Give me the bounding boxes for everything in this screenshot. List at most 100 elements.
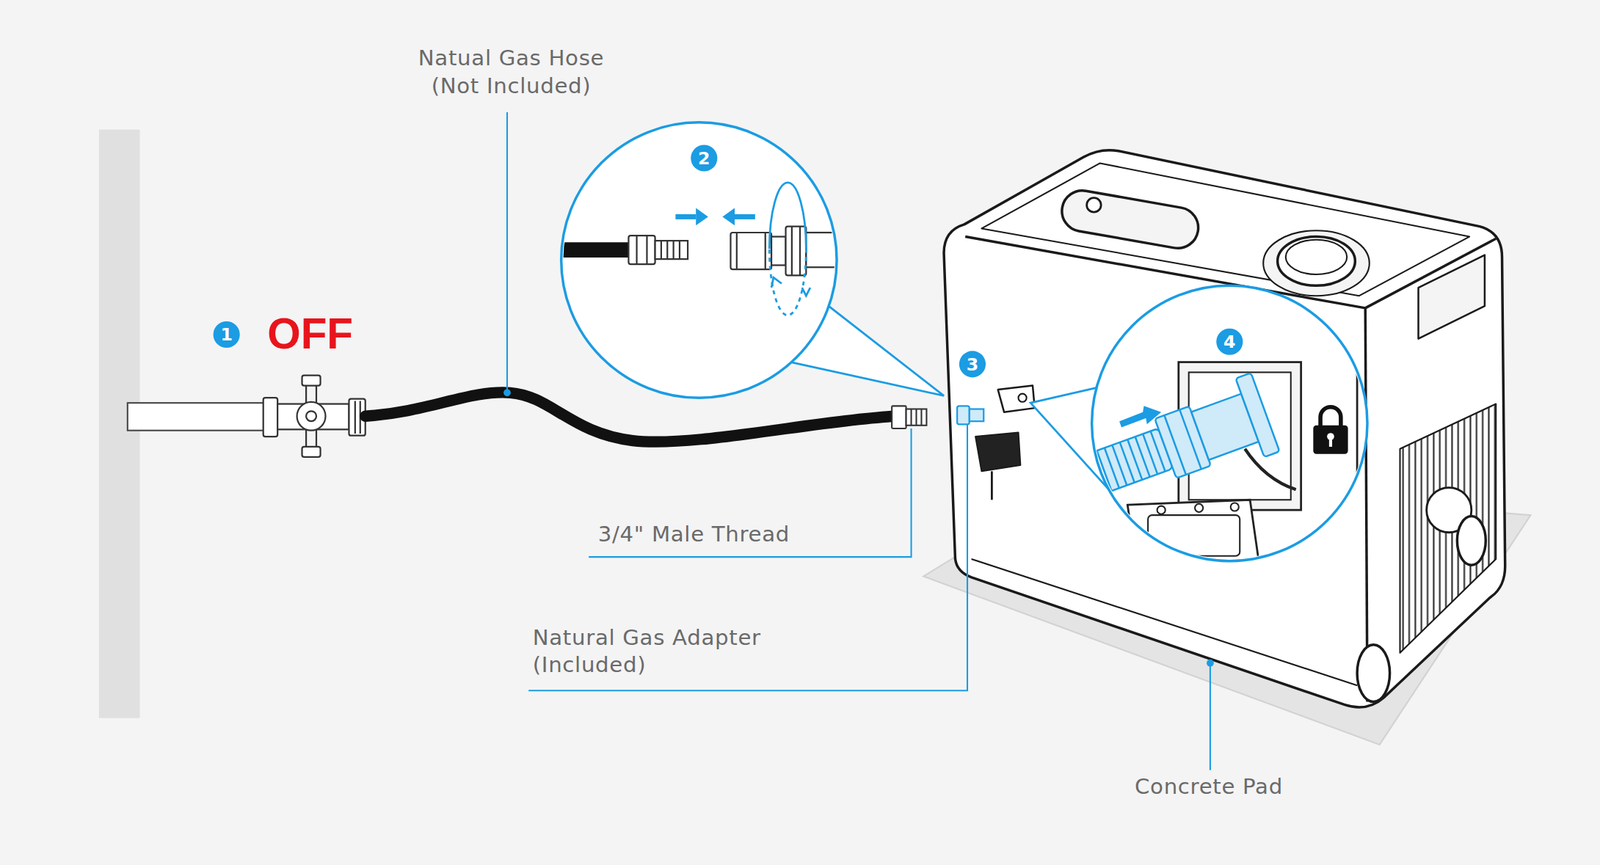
zoom-callout-connection — [1089, 431, 1166, 494]
zoom-callout-connection — [786, 226, 807, 276]
generator — [943, 150, 1506, 708]
generator — [971, 559, 1358, 686]
hose-fitting — [891, 405, 906, 429]
hose-fitting — [891, 405, 927, 429]
push-arrow — [675, 208, 755, 227]
hose-fitting — [906, 409, 927, 426]
generator — [1263, 230, 1370, 296]
zoom-callout-connection — [769, 248, 806, 315]
zoom-callout-connection — [1157, 506, 1166, 515]
push-arrow — [695, 208, 709, 227]
lock-icon — [1320, 407, 1341, 427]
generator — [1018, 394, 1027, 403]
zoom-callout-connection — [1194, 504, 1203, 513]
zoom-callout-connection — [561, 122, 837, 398]
shutoff-valve — [302, 446, 321, 458]
callout-number: 4 — [1216, 328, 1243, 356]
generator — [1456, 515, 1486, 566]
leader-dot — [1206, 659, 1214, 668]
generator — [1285, 240, 1347, 275]
valve-state: OFF — [267, 311, 411, 359]
gas-hose — [365, 392, 897, 442]
generator — [1086, 198, 1101, 213]
zoom-callout-connection — [559, 122, 1368, 577]
gas-pipe — [127, 402, 266, 431]
zoom-callout-connection — [637, 235, 648, 265]
part-label: Concrete Pad — [1134, 773, 1360, 802]
zoom-callout-connection — [559, 242, 629, 258]
zoom-callout-connection — [805, 232, 841, 268]
zoom-callout-connection — [661, 240, 680, 260]
lock-icon — [1313, 407, 1348, 455]
callout-circle — [690, 144, 718, 172]
gas-hose — [365, 392, 897, 442]
shutoff-valve — [302, 375, 321, 387]
shutoff-valve — [306, 379, 317, 453]
leader-line — [588, 428, 911, 558]
zoom-callout-connection — [1235, 372, 1280, 458]
shutoff-valve — [297, 402, 326, 431]
shutoff-valve — [263, 397, 278, 437]
callout-circle — [959, 350, 986, 378]
natural-gas-adapter — [957, 405, 984, 425]
zoom-callout-connection — [736, 232, 766, 270]
natural-gas-adapter — [957, 405, 970, 425]
callout-circle — [1216, 328, 1243, 356]
leader-line — [506, 112, 508, 392]
generator — [1059, 187, 1202, 252]
zoom-callout-connection — [771, 277, 782, 288]
generator — [981, 162, 1470, 296]
zoom-callout-connection — [802, 287, 811, 296]
gas-pipe — [127, 402, 266, 431]
part-label: Natual Gas Hose (Not Included) — [404, 44, 619, 100]
callout-circle — [213, 144, 1244, 378]
zoom-callout-connection — [1092, 285, 1368, 561]
zoom-callout-connection — [1356, 306, 1359, 572]
zoom-callout-connection — [1147, 515, 1240, 557]
zoom-callout-connection — [655, 240, 688, 260]
zoom-callout-connection — [628, 235, 655, 265]
part-label: 3/4" Male Thread — [598, 521, 884, 549]
callout-number: 3 — [959, 350, 986, 378]
generator — [1418, 255, 1485, 340]
leader-line — [528, 424, 968, 691]
lock-icon — [1329, 437, 1333, 447]
generator — [975, 432, 1021, 472]
zoom-callout-connection — [1081, 428, 1173, 497]
callout-circle — [213, 321, 240, 348]
generator — [943, 150, 1506, 708]
zoom-callout-connection — [769, 182, 806, 249]
generator — [1365, 308, 1368, 703]
zoom-callout-connection — [730, 232, 772, 270]
push-arrow — [722, 208, 735, 227]
part-label: Natural Gas Adapter (Included) — [532, 624, 800, 680]
callout-number: 1 — [213, 321, 240, 348]
zoom-callout-connection — [1074, 306, 1358, 577]
shutoff-valve — [306, 411, 317, 422]
zoom-callout-connection — [1230, 502, 1239, 511]
lock-icon — [1313, 425, 1348, 455]
zoom-callout-connection — [791, 226, 800, 276]
zoom-callout-connection — [771, 237, 786, 266]
leader-line — [1209, 663, 1212, 771]
zoom-callout-connection — [559, 182, 842, 316]
leader-dot — [503, 388, 511, 397]
push-arrow — [734, 214, 756, 220]
push-arrow — [675, 214, 696, 220]
generator — [998, 386, 1035, 413]
zoom-callout-connection — [1127, 499, 1261, 577]
zoom-callout-connection — [1074, 372, 1280, 516]
generator — [1277, 237, 1356, 287]
generator — [1399, 404, 1496, 654]
shutoff-valve — [355, 400, 361, 434]
push-arrow — [1119, 405, 1162, 428]
generator — [990, 471, 994, 500]
hose-fitting — [911, 409, 922, 426]
generator — [1357, 645, 1390, 703]
shutoff-valve — [263, 375, 366, 458]
natural-gas-adapter — [969, 409, 984, 423]
push-arrow — [1119, 405, 1162, 428]
callout-number: 2 — [690, 144, 718, 172]
